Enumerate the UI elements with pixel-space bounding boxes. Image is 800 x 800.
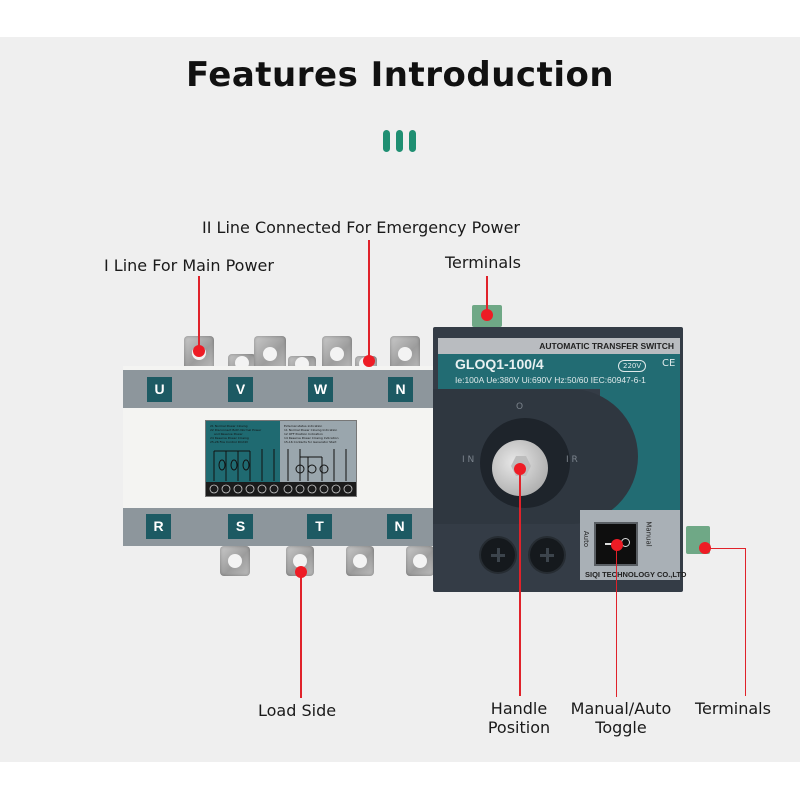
phase-label-r: R: [146, 514, 171, 539]
screw-icon: [481, 538, 515, 572]
callout-line-toggle: [616, 545, 617, 697]
wiring-diagram-label: 21 Normal Power Closing 22 Disconnect Bo…: [205, 420, 357, 497]
callout-dot-handle: [514, 463, 526, 475]
callout-dot-main-power: [193, 345, 205, 357]
bottom-phase-strip: [123, 508, 433, 546]
callout-dot-emergency-power: [363, 355, 375, 367]
phase-label-v: V: [228, 377, 253, 402]
phase-label-u: U: [147, 377, 172, 402]
wiring-text: 11 Normal Power Closing Indication: [284, 428, 338, 432]
label-handle-position: Handle Position: [478, 699, 560, 737]
wiring-text: 21 Normal Power Closing: [210, 424, 248, 428]
wiring-text: 24 Reserve Power Closing: [210, 436, 249, 440]
company-name: SIQI TECHNOLOGY CO.,LTD: [585, 570, 687, 579]
top-phase-strip: [123, 370, 433, 408]
label-manual-auto-toggle: Manual/Auto Toggle: [562, 699, 680, 737]
label-emergency-power: II Line Connected For Emergency Power: [202, 218, 520, 237]
screw-icon: [530, 538, 564, 572]
wiring-text: 14 Reserve Power Closing Indication: [284, 436, 339, 440]
controller-header: AUTOMATIC TRANSFER SWITCH: [438, 338, 680, 354]
voltage-badge: 220V: [618, 360, 647, 372]
label-handle-position-line1: Handle: [490, 699, 548, 718]
wiring-text: External status indication: [284, 424, 323, 428]
callout-line-emergency-power: [368, 240, 370, 360]
phase-label-s: S: [228, 514, 253, 539]
callout-line-load-side: [300, 572, 302, 698]
page-title: Features Introduction: [185, 55, 615, 95]
wiring-text: 22 Disconnect Both Normal Power: [210, 428, 262, 432]
model-number: GLOQ1-100/4: [455, 356, 544, 372]
label-handle-position-line2: Position: [487, 718, 551, 737]
callout-line-terminals-right-v: [745, 548, 746, 696]
callout-line-terminals-top: [486, 276, 488, 314]
wiring-text: 12 OFF Position Indication: [284, 432, 323, 436]
label-toggle-line1: Manual/Auto: [570, 699, 672, 718]
phase-label-n-bottom: N: [387, 514, 412, 539]
position-label-reserve: I R: [566, 455, 578, 465]
label-toggle-line2: Toggle: [595, 718, 647, 737]
position-label-off: O: [516, 402, 524, 412]
callout-dot-toggle: [611, 539, 623, 551]
wiring-text: 25-26 Fire Control DC24V: [210, 440, 249, 444]
label-terminals-top: Terminals: [445, 253, 521, 272]
wiring-schematic-icon: [209, 449, 353, 494]
spec-line: Ie:100A Ue:380V Ui:690V Hz:50/60 IEC:609…: [455, 375, 646, 385]
callout-line-terminals-right-h: [705, 548, 745, 549]
label-load-side: Load Side: [258, 701, 337, 720]
callout-line-handle: [519, 468, 521, 696]
phase-label-w: W: [308, 377, 333, 402]
callout-dot-load-side: [295, 566, 307, 578]
callout-dot-terminals-right: [699, 542, 711, 554]
toggle-label-auto: Auto: [582, 530, 591, 548]
phase-label-n-top: N: [388, 377, 413, 402]
wiring-text: and Reserve Power: [214, 432, 243, 436]
wiring-text: 15-16 Contacts for Generator Start: [284, 440, 337, 444]
ce-mark: CE: [662, 358, 676, 369]
label-main-power: I Line For Main Power: [104, 256, 274, 275]
callout-line-main-power: [198, 276, 200, 351]
callout-dot-terminals-top: [481, 309, 493, 321]
toggle-label-manual: Manual: [644, 521, 653, 547]
label-terminals-right: Terminals: [695, 699, 771, 718]
title-divider-icon: [383, 130, 417, 152]
phase-label-t: T: [307, 514, 332, 539]
position-label-normal: I N: [462, 455, 475, 465]
